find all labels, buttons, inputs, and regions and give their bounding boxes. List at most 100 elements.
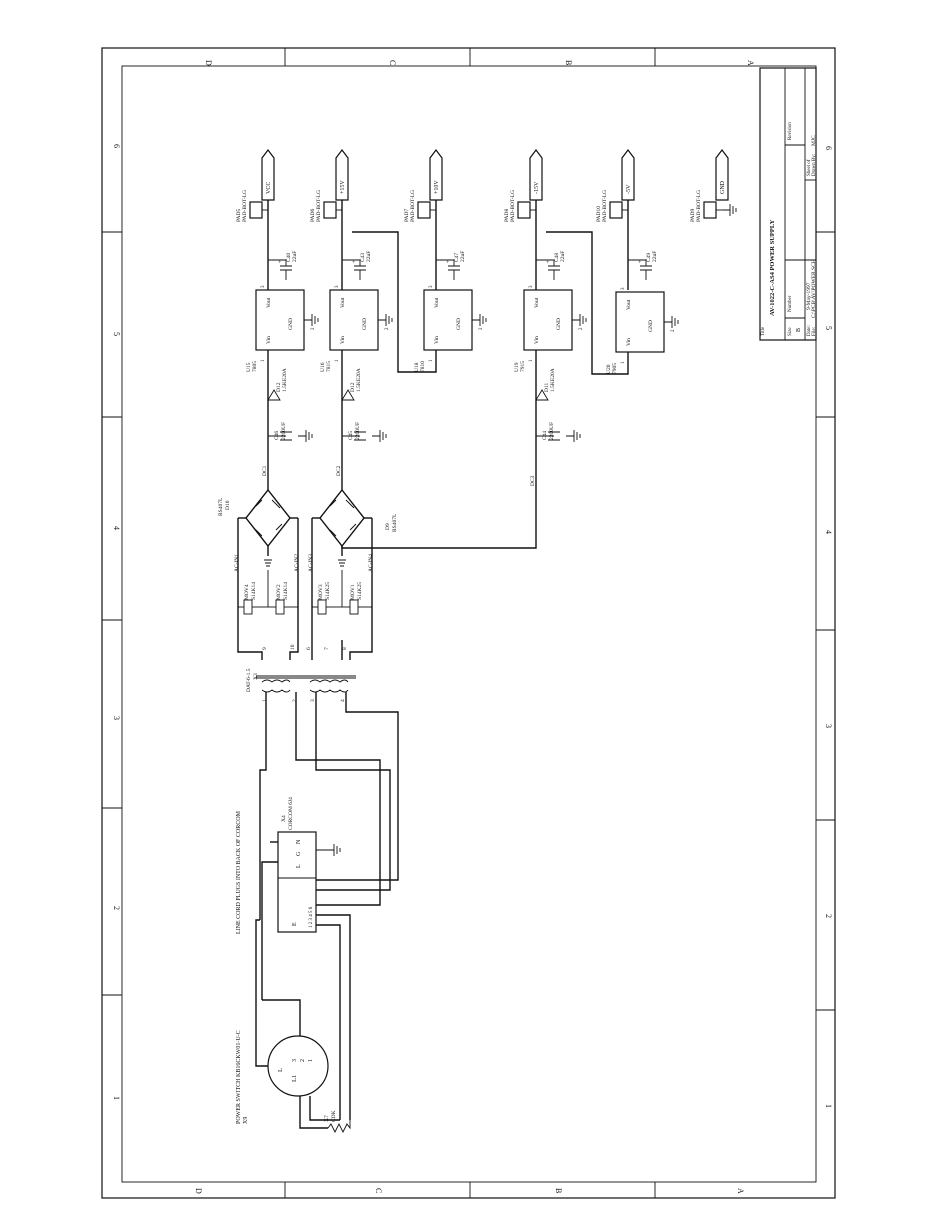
sheet-label: Sheet of (807, 159, 812, 176)
bulk-capacitor (268, 431, 292, 441)
revision-label: Revision (788, 122, 793, 140)
bulk-value: 2200UF (281, 422, 287, 440)
sw-l: L (277, 1068, 284, 1072)
reg-pin-2: 2 (311, 327, 316, 330)
power-switch-x9: L 3 2 1 L1 POWER SWITCH KB16CKW01-U-C X9… (236, 919, 351, 1134)
bridge-d9-ref: D9 (385, 523, 391, 530)
zone-letter-bottom-d: D (194, 1188, 203, 1194)
bulk-ref: C44 (542, 431, 548, 440)
reg-ref: U16 (320, 362, 326, 372)
bridge-d9-ac1: AC-IN3 (308, 554, 314, 572)
reg-vin: Vin (534, 336, 540, 344)
zone-number-right-3: 3 (824, 724, 833, 728)
reg-vout: Vout (534, 297, 540, 308)
title-block: Title AV-1022-C-AS4 POWER SUPPLY Size B … (759, 67, 817, 341)
reg-pin-3: 3 (529, 285, 534, 288)
reg-ref: U18 (414, 362, 420, 372)
file-label: File: (812, 327, 817, 336)
bulk-gnd-symbol (298, 430, 313, 442)
mov1-part: S14K25 (357, 582, 363, 600)
corcom-pins: 1 2 3 4 5 6 (309, 906, 314, 928)
tvs-part: 1.5KE20A (282, 368, 288, 392)
reg-vin: Vin (626, 338, 632, 346)
reg-pin-1: 1 (335, 359, 340, 362)
reg-pin-1: 1 (429, 359, 434, 362)
cap-ref: C49 (646, 253, 652, 262)
zone-number-left-1: 1 (112, 1096, 121, 1100)
reg-gnd: GND (556, 318, 562, 330)
cap-value: 22uF (292, 251, 298, 262)
cap-value: 22uF (560, 251, 566, 262)
zone-number-right-5: 5 (824, 326, 833, 330)
bulk-gnd-symbol (566, 430, 581, 442)
reg-pin-2: 2 (385, 327, 390, 330)
x7-part: CDK (331, 1110, 337, 1122)
cap-ref: C43 (360, 253, 366, 262)
reg-vout: Vout (434, 297, 440, 308)
corcom-part: CORCOM 6J4 (288, 797, 294, 830)
reg-pin-3: 3 (429, 285, 434, 288)
reg-ref: U20 (606, 364, 612, 374)
pad (517, 201, 531, 219)
mov2-part: S14K14 (283, 582, 289, 600)
net-connector (261, 149, 275, 201)
title-text: AV-1022-C-AS4 POWER SUPPLY (769, 219, 776, 316)
mov-array: MOV4 S14K14 MOV2 S14K14 MOV3 S14K25 MOV1… (238, 570, 372, 615)
tvs-ref: D11 (544, 382, 550, 392)
cap-value: 22uF (366, 251, 372, 262)
corcom-g: G (296, 851, 302, 856)
zone-number-left-3: 3 (112, 716, 121, 720)
sw-1: 1 (308, 1059, 314, 1062)
t-sec-8: 8 (342, 647, 348, 650)
bulk-ref: C45 (348, 431, 354, 440)
net-label: VCC (266, 182, 272, 194)
gnd-symbol (722, 204, 737, 216)
tvs-part: 1.5KE20A (356, 368, 362, 392)
sw-ref: X9 (243, 1117, 249, 1124)
tvs-diode (535, 389, 549, 401)
pad (609, 201, 623, 219)
pad-part: PAD-BOT-LG (696, 190, 702, 222)
bridge-d10-part: RS407L (218, 497, 224, 516)
mov3-ref: MOV3 (318, 584, 324, 600)
cap-ref: C47 (454, 253, 460, 262)
pad-ref: PAD6 (310, 209, 316, 222)
pad-part: PAD-BOT-LG (242, 190, 248, 222)
cap-plus: + (638, 260, 642, 266)
net-label: +10V (434, 180, 440, 194)
bulk-value: 2200UF (355, 422, 361, 440)
pad (703, 201, 717, 219)
cap-plus: + (278, 260, 282, 266)
output-capacitor (536, 259, 560, 280)
line-cord-note: LINE CORD PLUGS INTO BACK OF CORCOM (236, 810, 242, 934)
bulk-capacitor (342, 431, 366, 441)
pad-part: PAD-BOT-LG (410, 190, 416, 222)
mov3-part: S14K25 (325, 582, 331, 600)
bridge-rectifier-d10: RS407L D10 AC-IN1 AC-IN2 (218, 488, 300, 572)
t-pri-2: 2 (292, 699, 298, 702)
reg-vin: Vin (266, 336, 272, 344)
date-label: Date: (807, 325, 812, 336)
reg-gnd-symbol (664, 316, 679, 328)
bridge-d9-part: RS407L (392, 513, 398, 532)
cap-plus: + (446, 260, 450, 266)
bulk-gnd-symbol (372, 430, 387, 442)
mov4-ref: MOV4 (244, 584, 250, 600)
drawing-frame: D C B A D C B A 6 5 4 3 2 1 6 5 4 3 2 1 (101, 47, 836, 1199)
reg-pin-1: 1 (529, 359, 534, 362)
net-connector (715, 149, 729, 201)
bulk-ref: C46 (274, 431, 280, 440)
size-value: B (796, 328, 802, 332)
title-label: Title (761, 326, 766, 336)
reg-vout: Vout (266, 297, 272, 308)
reg-vin: Vin (340, 336, 346, 344)
cap-ref: C48 (554, 253, 560, 262)
zone-letter-bottom-b: B (554, 1188, 563, 1193)
reg-pin-1: 1 (621, 361, 626, 364)
bridge-d10-ac2: AC-IN2 (294, 554, 300, 572)
drawn-by-label: Drawn By: (812, 154, 817, 176)
t-pri-1: 1 (262, 699, 268, 702)
drawn-by-value: MJC (811, 135, 817, 146)
